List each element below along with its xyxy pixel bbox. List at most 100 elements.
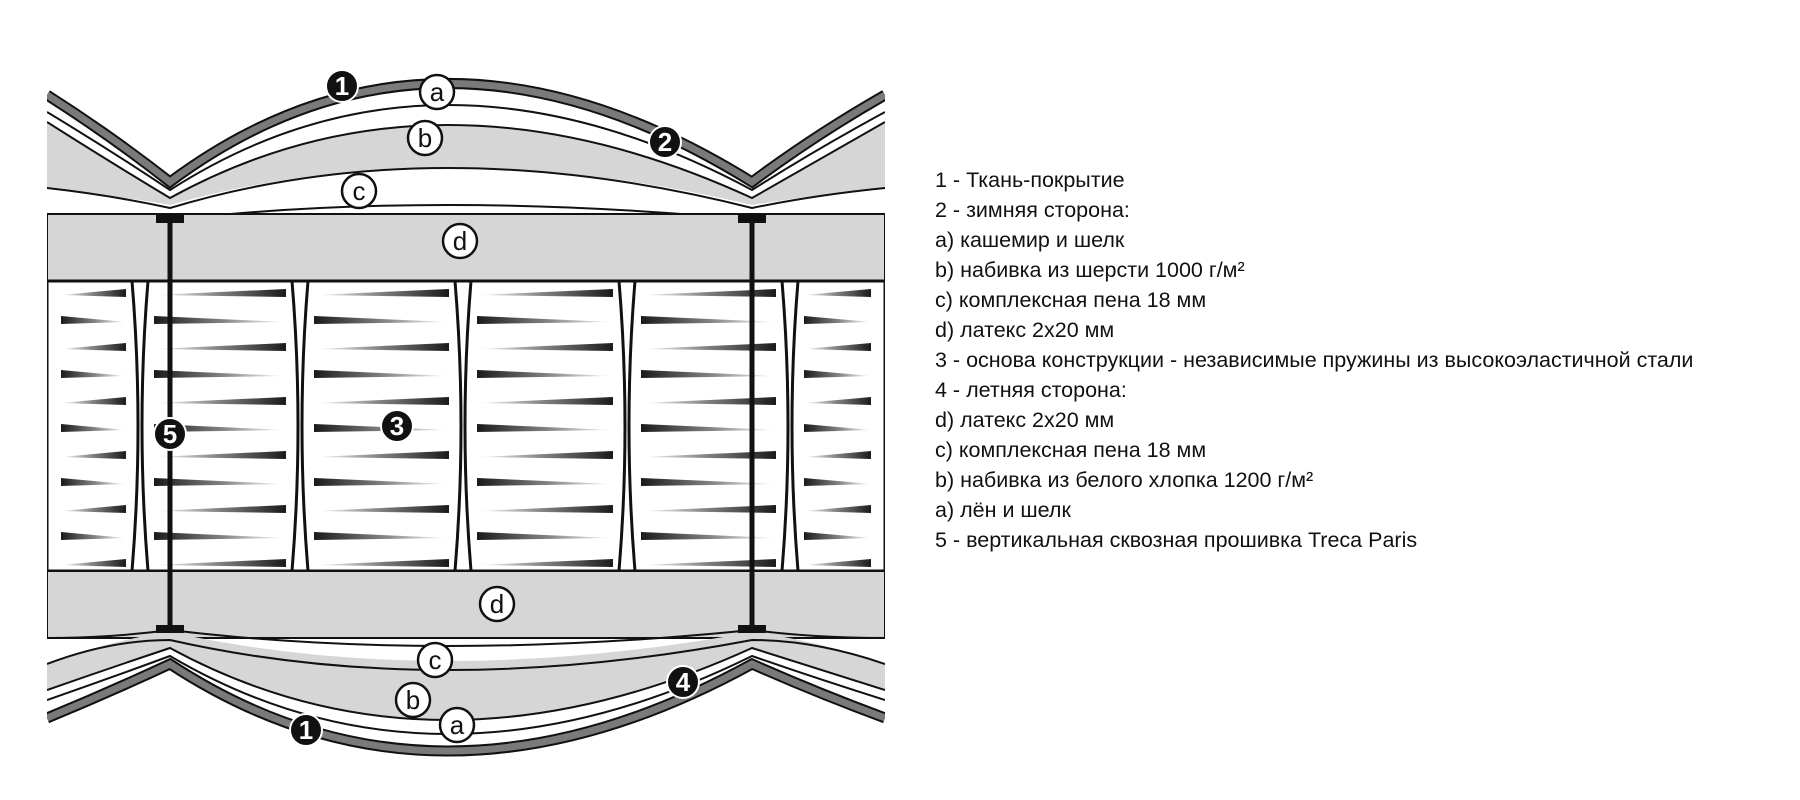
marker-label: 5 <box>163 419 177 449</box>
marker-label: 4 <box>676 667 691 697</box>
legend-item: b) набивка из белого хлопка 1200 г/м² <box>935 468 1314 492</box>
spring-coil-turn <box>61 289 126 297</box>
marker-label: c <box>353 176 366 206</box>
legend-item: c) комплексная пена 18 мм <box>935 438 1207 462</box>
marker-label: a <box>450 710 465 740</box>
marker-label: b <box>406 685 420 715</box>
legend-item: 2 - зимняя сторона: <box>935 198 1130 222</box>
spring-coil-turn <box>314 370 449 378</box>
spring-coil-turn <box>641 424 776 432</box>
legend-item: 1 - Ткань-покрытие <box>935 168 1125 192</box>
spring-coil-turn <box>314 289 449 297</box>
spring-coil-turn <box>804 424 871 432</box>
spring-coil-turn <box>804 316 871 324</box>
marker-b-top: b <box>406 119 444 157</box>
spring-coil-turn <box>641 289 776 297</box>
spring-coil-turn <box>477 343 613 351</box>
marker-c-bottom: c <box>416 641 454 679</box>
spring-coil-turn <box>61 397 126 405</box>
spring-pocket-divider <box>617 280 637 572</box>
legend-item: 3 - основа конструкции - независимые пру… <box>935 348 1694 372</box>
spring-coil-turn <box>477 505 613 513</box>
spring-pocket-divider <box>453 280 473 572</box>
marker-1-bottom: 1 <box>289 713 323 747</box>
marker-label: 1 <box>335 71 349 101</box>
marker-label: 1 <box>299 715 313 745</box>
marker-label: 2 <box>658 127 672 157</box>
spring-coil-turn <box>477 559 613 567</box>
spring-coil-turn <box>154 316 286 324</box>
marker-1-top: 1 <box>325 69 359 103</box>
spring-coil-turn <box>314 478 449 486</box>
marker-4: 4 <box>666 665 700 699</box>
marker-label: d <box>490 589 504 619</box>
spring-coil-turn <box>477 478 613 486</box>
legend-item: a) кашемир и шелк <box>935 228 1125 252</box>
spring-coil-turn <box>154 424 286 432</box>
spring-coil-turn <box>641 478 776 486</box>
spring-coil-turn <box>477 532 613 540</box>
marker-a-bottom: a <box>438 706 476 744</box>
spring-pocket-divider <box>780 280 800 572</box>
spring-coil-turn <box>477 397 613 405</box>
marker-3: 3 <box>380 409 414 443</box>
spring-coil-turn <box>804 370 871 378</box>
marker-b-bottom: b <box>394 681 432 719</box>
spring-coil-turn <box>314 559 449 567</box>
spring-core <box>47 279 885 573</box>
spring-coil-turn <box>314 505 449 513</box>
spring-coil-turn <box>154 559 286 567</box>
spring-coil-turn <box>804 505 871 513</box>
legend-item: b) набивка из шерсти 1000 г/м² <box>935 258 1245 282</box>
spring-coil-turn <box>154 532 286 540</box>
spring-coil-turn <box>314 532 449 540</box>
spring-coil-turn <box>61 478 126 486</box>
legend-item: d) латекс 2x20 мм <box>935 318 1115 342</box>
spring-coil-turn <box>477 370 613 378</box>
spring-coil-turn <box>641 316 776 324</box>
spring-coil-turn <box>154 451 286 459</box>
spring-pocket-divider <box>290 280 310 572</box>
spring-coil-turn <box>477 289 613 297</box>
spring-coil-turn <box>314 343 449 351</box>
spring-coil-turn <box>61 424 126 432</box>
spring-coil-turn <box>804 397 871 405</box>
spring-pocket-divider <box>130 280 150 572</box>
spring-coil-turn <box>154 370 286 378</box>
legend-item: 4 - летняя сторона: <box>935 378 1127 402</box>
marker-c-top: c <box>340 172 378 210</box>
spring-coil-turn <box>61 559 126 567</box>
top-comfort-layers <box>47 78 885 222</box>
spring-coil-turn <box>641 559 776 567</box>
spring-coil-turn <box>804 559 871 567</box>
marker-d-bottom: d <box>478 585 516 623</box>
spring-coil-turn <box>477 424 613 432</box>
legend-item: d) латекс 2x20 мм <box>935 408 1115 432</box>
spring-coil-turn <box>804 532 871 540</box>
spring-coil-turn <box>641 397 776 405</box>
marker-label: b <box>418 123 432 153</box>
spring-coil-turn <box>154 505 286 513</box>
spring-coil-turn <box>154 343 286 351</box>
spring-coil-turn <box>641 370 776 378</box>
spring-coil-turn <box>804 451 871 459</box>
spring-coil-turn <box>641 505 776 513</box>
marker-label: c <box>429 645 442 675</box>
spring-coil-turn <box>641 451 776 459</box>
marker-label: a <box>430 77 445 107</box>
spring-coil-turn <box>804 343 871 351</box>
spring-coil-turn <box>477 316 613 324</box>
spring-coil-turn <box>154 289 286 297</box>
spring-coil-turn <box>154 478 286 486</box>
spring-coil-turn <box>61 505 126 513</box>
spring-coil-turn <box>61 316 126 324</box>
spring-coil-turn <box>641 343 776 351</box>
spring-coil-turn <box>61 343 126 351</box>
spring-coil-turn <box>61 370 126 378</box>
mattress-cross-section-diagram: 1 a 2 b c d 3 5 d c b a <box>47 69 885 757</box>
marker-label: 3 <box>390 411 404 441</box>
spring-coil-turn <box>804 289 871 297</box>
marker-5: 5 <box>153 417 187 451</box>
spring-coil-turn <box>154 397 286 405</box>
legend: 1 - Ткань-покрытие 2 - зимняя сторона: a… <box>935 165 1693 555</box>
